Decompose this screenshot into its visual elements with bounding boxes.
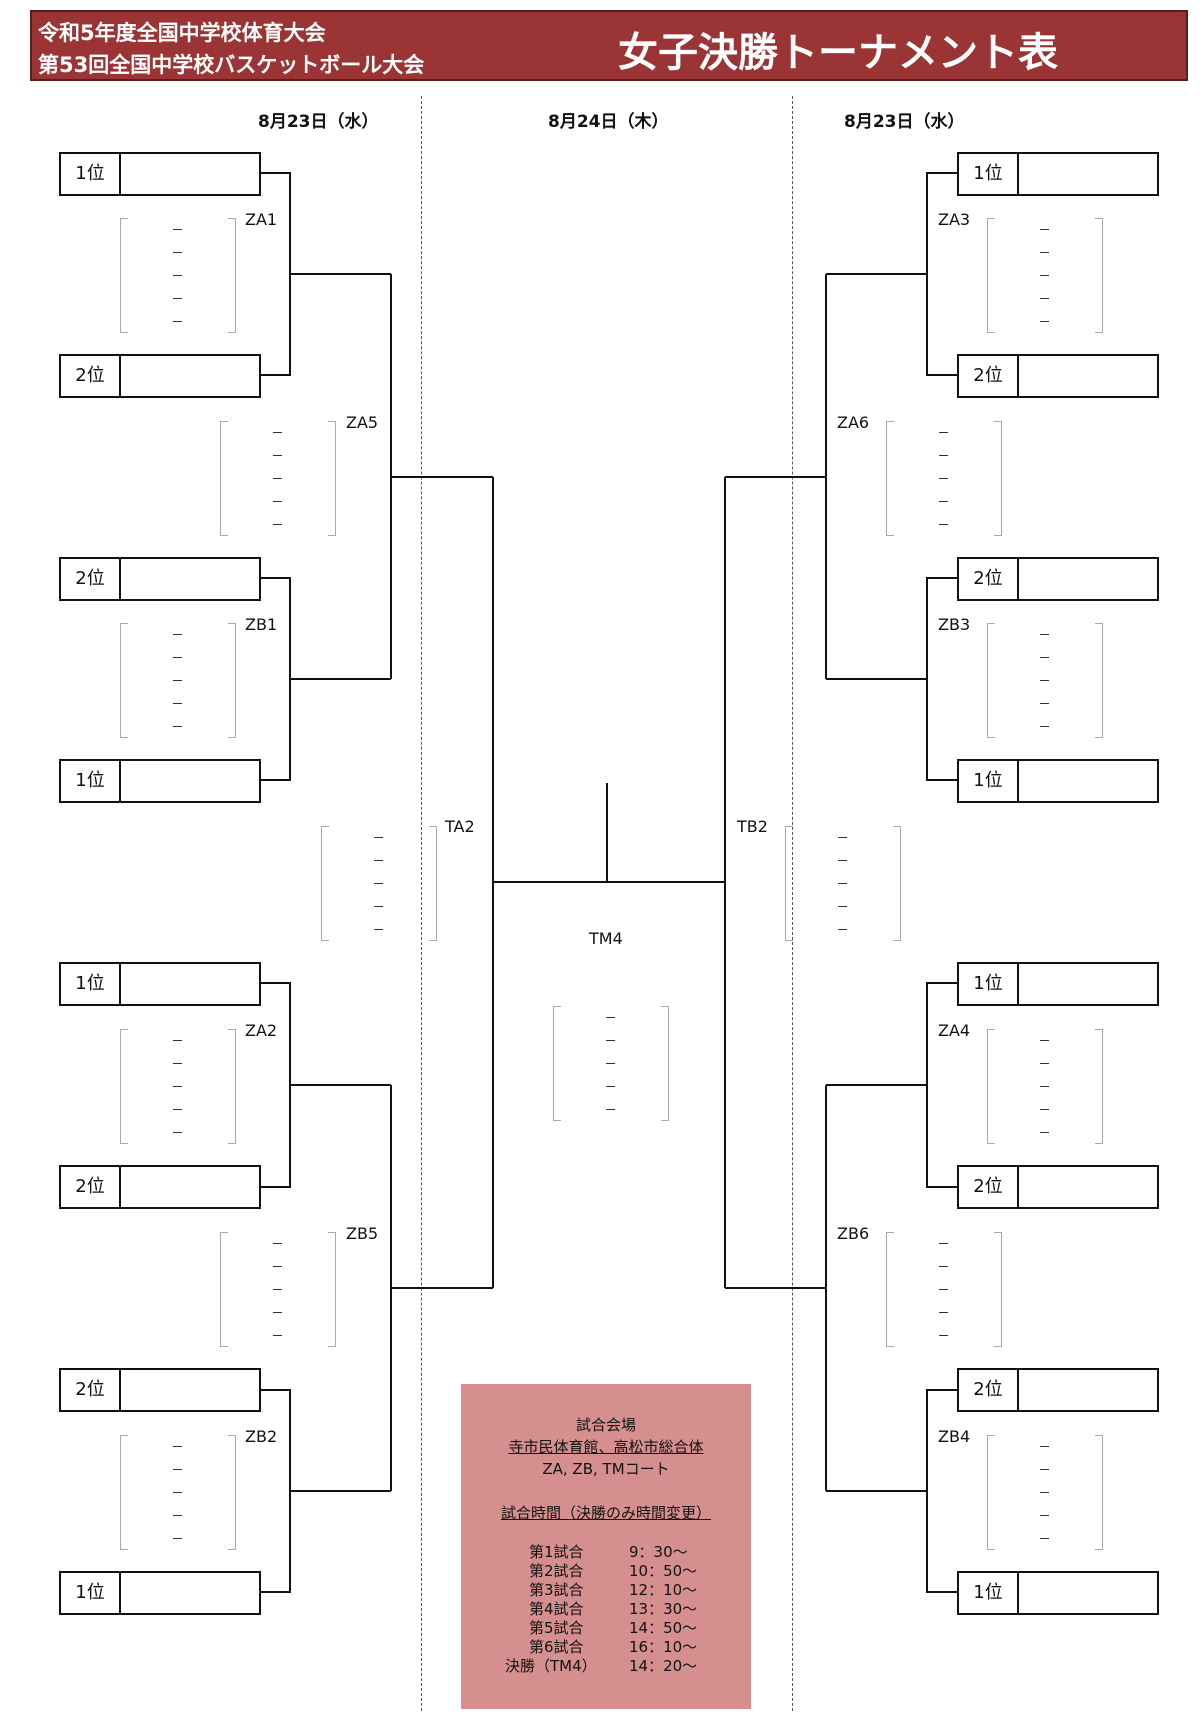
- team-slot: 1位: [59, 152, 261, 196]
- game-code-zb3: ZB3: [938, 615, 971, 634]
- bracket-line: [260, 1389, 291, 1593]
- bracket-line: [260, 577, 291, 781]
- score-placeholder: [220, 1232, 336, 1347]
- team-rank: 1位: [61, 1573, 121, 1613]
- team-slot: 1位: [957, 962, 1159, 1006]
- game-code-zb6: ZB6: [837, 1224, 870, 1243]
- team-slot: 1位: [59, 759, 261, 803]
- team-rank: 1位: [959, 761, 1019, 801]
- score-placeholder: [120, 1029, 236, 1144]
- bracket-line: [926, 577, 957, 781]
- team-rank: 2位: [959, 559, 1019, 599]
- score-placeholder: [886, 421, 1002, 536]
- schedule-time: 13：30～: [629, 1600, 698, 1618]
- bracket-line: [260, 982, 291, 1188]
- team-slot: 2位: [957, 1368, 1159, 1412]
- team-slot: 1位: [59, 1571, 261, 1615]
- team-slot: 2位: [59, 354, 261, 398]
- schedule-time: 14：50～: [629, 1619, 698, 1637]
- team-rank: 2位: [959, 356, 1019, 396]
- column-divider-right: [792, 96, 793, 1711]
- game-code-tb2: TB2: [737, 817, 768, 836]
- team-rank: 1位: [959, 1573, 1019, 1613]
- schedule-time: 10：50～: [629, 1562, 698, 1580]
- game-code-za1: ZA1: [245, 210, 278, 229]
- team-rank: 1位: [61, 761, 121, 801]
- schedule-game: 第3試合: [529, 1581, 584, 1599]
- team-rank: 2位: [61, 356, 121, 396]
- team-slot: 2位: [59, 1165, 261, 1209]
- schedule-time: 14：20～: [629, 1657, 698, 1675]
- game-code-zb4: ZB4: [938, 1427, 971, 1446]
- team-rank: 1位: [61, 154, 121, 194]
- team-slot: 2位: [59, 1368, 261, 1412]
- schedule-game: 第5試合: [529, 1619, 584, 1637]
- schedule-game: 第6試合: [529, 1638, 584, 1656]
- team-rank: 1位: [61, 964, 121, 1004]
- team-rank: 2位: [61, 559, 121, 599]
- score-placeholder: [120, 218, 236, 333]
- team-rank: 1位: [959, 154, 1019, 194]
- game-code-zb5: ZB5: [346, 1224, 379, 1243]
- time-heading: 試合時間（決勝のみ時間変更）: [500, 1504, 711, 1522]
- team-slot: 2位: [957, 1165, 1159, 1209]
- date-center: 8月24日（木）: [548, 112, 669, 132]
- team-rank: 2位: [61, 1167, 121, 1207]
- schedule-time: 12：10～: [629, 1581, 698, 1599]
- team-slot: 2位: [59, 557, 261, 601]
- score-placeholder: [886, 1232, 1002, 1347]
- game-code-za3: ZA3: [938, 210, 971, 229]
- bracket-line: [926, 172, 957, 376]
- team-slot: 2位: [957, 354, 1159, 398]
- header-tournament-name: 第53回全国中学校バスケットボール大会: [38, 53, 425, 77]
- game-code-za5: ZA5: [346, 413, 379, 432]
- game-code-za6: ZA6: [837, 413, 870, 432]
- game-code-zb1: ZB1: [245, 615, 278, 634]
- game-code-zb2: ZB2: [245, 1427, 278, 1446]
- schedule-time: 9：30～: [629, 1543, 688, 1561]
- header-event-title: 令和5年度全国中学校体育大会: [38, 21, 326, 45]
- team-rank: 1位: [959, 964, 1019, 1004]
- team-slot: 1位: [957, 152, 1159, 196]
- game-code-za2: ZA2: [245, 1021, 278, 1040]
- game-code-tm4: TM4: [589, 929, 623, 948]
- schedule-game: 第1試合: [529, 1543, 584, 1561]
- date-left: 8月23日（水）: [258, 112, 379, 132]
- score-placeholder: [987, 1435, 1103, 1550]
- column-divider-left: [421, 96, 422, 1711]
- team-rank: 2位: [61, 1370, 121, 1410]
- team-slot: 1位: [957, 759, 1159, 803]
- score-placeholder: [120, 1435, 236, 1550]
- team-slot: 1位: [59, 962, 261, 1006]
- schedule-game: 決勝（TM4）: [505, 1657, 597, 1675]
- page-header: 令和5年度全国中学校体育大会 第53回全国中学校バスケットボール大会 女子決勝ト…: [30, 10, 1188, 81]
- score-placeholder: [785, 826, 901, 941]
- bracket-line: [260, 172, 291, 376]
- venue-courts: ZA, ZB, TMコート: [542, 1460, 670, 1478]
- score-placeholder: [321, 826, 437, 941]
- team-rank: 2位: [959, 1370, 1019, 1410]
- game-code-ta2: TA2: [445, 817, 475, 836]
- team-slot: 2位: [957, 557, 1159, 601]
- score-placeholder: [220, 421, 336, 536]
- score-placeholder: [987, 218, 1103, 333]
- page-title: 女子決勝トーナメント表: [618, 30, 1058, 76]
- date-right: 8月23日（水）: [844, 112, 965, 132]
- bracket-line: [926, 982, 957, 1188]
- schedule-game: 第2試合: [529, 1562, 584, 1580]
- score-placeholder: [120, 623, 236, 738]
- score-placeholder: [987, 623, 1103, 738]
- score-placeholder: [987, 1029, 1103, 1144]
- venue-heading: 試合会場: [575, 1416, 636, 1434]
- schedule-time: 16：10～: [629, 1638, 698, 1656]
- venue-schedule-box: 試合会場 寺市民体育館、高松市総合体 ZA, ZB, TMコート 試合時間（決勝…: [461, 1384, 751, 1709]
- score-placeholder: [553, 1006, 669, 1121]
- game-code-za4: ZA4: [938, 1021, 971, 1040]
- bracket-line: [926, 1389, 957, 1593]
- venue-line: 寺市民体育館、高松市総合体: [508, 1438, 704, 1456]
- team-rank: 2位: [959, 1167, 1019, 1207]
- schedule-game: 第4試合: [529, 1600, 584, 1618]
- team-slot: 1位: [957, 1571, 1159, 1615]
